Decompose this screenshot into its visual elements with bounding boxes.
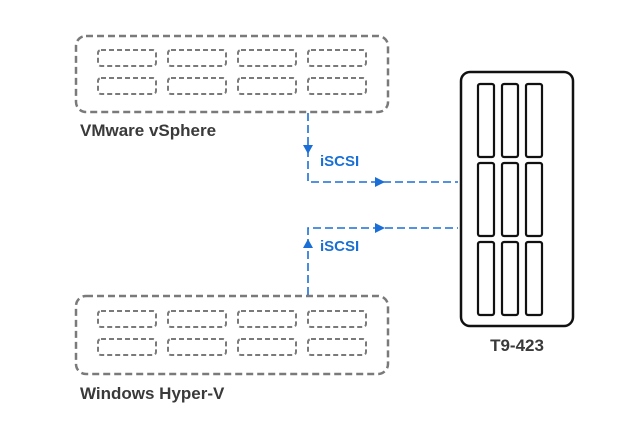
drive-bay <box>524 161 544 238</box>
storage-drive-bays <box>476 82 544 317</box>
iscsi-link-vsphere-path <box>307 113 458 183</box>
drive-bay <box>97 49 157 67</box>
vsphere-drive-bays <box>97 49 367 95</box>
arrow-right-icon <box>375 223 385 233</box>
drive-bay <box>97 338 157 356</box>
drive-bay <box>500 161 520 238</box>
drive-bay <box>167 49 227 67</box>
drive-bay <box>476 240 496 317</box>
drive-bay <box>476 161 496 238</box>
drive-bay <box>167 338 227 356</box>
drive-bay <box>97 77 157 95</box>
drive-bay <box>237 49 297 67</box>
drive-bay <box>167 310 227 328</box>
iscsi-link-hyperv <box>303 223 458 295</box>
drive-bay <box>524 240 544 317</box>
vsphere-label: VMware vSphere <box>80 121 216 140</box>
arrow-up-icon <box>303 239 313 248</box>
drive-bay <box>307 77 367 95</box>
hyperv-drive-bays <box>97 310 367 356</box>
drive-bay <box>97 310 157 328</box>
hyperv-server-outline <box>74 294 390 376</box>
vsphere-server-outline <box>74 34 390 114</box>
iscsi-link-hyperv-path <box>307 227 458 295</box>
drive-bay <box>307 49 367 67</box>
drive-bay <box>500 82 520 159</box>
iscsi-label-hyperv: iSCSI <box>320 238 359 255</box>
storage-label: T9-423 <box>490 336 544 355</box>
storage-tower <box>459 70 575 328</box>
drive-bay <box>524 82 544 159</box>
arrow-down-icon <box>303 145 313 154</box>
hyperv-server <box>74 294 390 376</box>
drive-bay <box>500 240 520 317</box>
drive-bay <box>307 310 367 328</box>
iscsi-label-vsphere: iSCSI <box>320 153 359 170</box>
vsphere-server <box>74 34 390 114</box>
drive-bay <box>237 77 297 95</box>
drive-bay <box>237 310 297 328</box>
arrow-right-icon <box>375 177 385 187</box>
drive-bay <box>167 77 227 95</box>
hyperv-label: Windows Hyper-V <box>80 384 225 403</box>
iscsi-link-vsphere <box>303 113 458 187</box>
drive-bay <box>307 338 367 356</box>
drive-bay <box>237 338 297 356</box>
drive-bay <box>476 82 496 159</box>
